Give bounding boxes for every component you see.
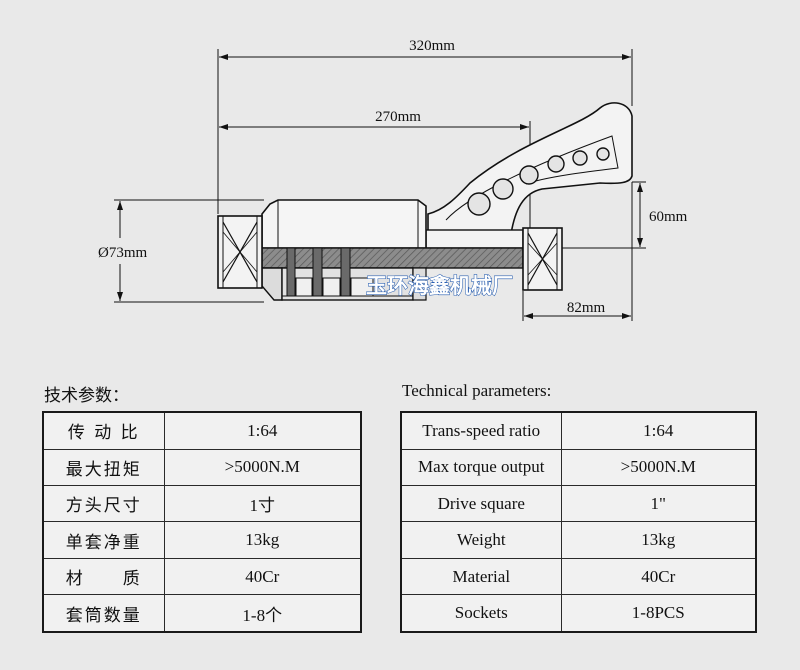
table-row: Weight 13kg [400,521,757,559]
cn-label-cell: 最大扭矩 [42,448,165,486]
dimension-diameter: Ø73mm [98,199,264,303]
cn-value-cell: 1寸 [163,484,362,523]
gear-tooth-1 [286,247,296,297]
dimension-60: 60mm [562,181,688,249]
cn-table-heading: 技术参数： [44,386,129,406]
main-housing [261,199,524,301]
arm-hole-2 [492,178,514,200]
table-row: Material 40Cr [400,557,757,596]
table-row: Trans-speed ratio 1:64 [400,411,757,450]
table-row: 传 动 比 1:64 [42,411,362,450]
arm-hole-4 [547,155,565,173]
cn-value-cell: 40Cr [163,557,362,596]
cn-value-cell: 1:64 [163,411,362,450]
span-label: 270mm [375,109,421,125]
en-value-cell: 13kg [560,521,757,559]
table-row: 单套净重 13kg [42,521,362,559]
dimension-82: 82mm [522,182,633,321]
dimension-320: 320mm [217,38,633,214]
cn-label-cell: 传 动 比 [42,411,165,450]
gear-tooth-2 [312,247,323,297]
table-row: Sockets 1-8PCS [400,594,757,633]
output-tube [425,229,524,249]
table-row: 套筒数量 1-8个 [42,594,362,633]
en-label-cell: Trans-speed ratio [400,411,562,450]
arm-offset-label: 82mm [567,300,606,316]
en-value-cell: 1:64 [560,411,757,450]
cn-label-cell: 材 质 [42,557,165,596]
diameter-label: Ø73mm [98,245,148,261]
en-label-cell: Sockets [400,594,562,633]
watermark-text: 玉环海鑫机械厂 [366,274,513,298]
en-label-cell: Max torque output [400,448,562,486]
cn-value-cell: >5000N.M [163,448,362,486]
output-square-drive [522,227,563,291]
en-label-cell: Material [400,557,562,596]
en-spec-table: Trans-speed ratio 1:64 Max torque output… [400,411,757,633]
en-value-cell: 40Cr [560,557,757,596]
gear-block-2 [322,277,341,297]
input-square-drive [217,215,263,289]
table-row: 材 质 40Cr [42,557,362,596]
cn-value-cell: 13kg [163,521,362,559]
en-value-cell: 1-8PCS [560,594,757,633]
cn-label-cell: 套筒数量 [42,594,165,633]
input-drive-cross-4 [222,231,258,273]
cn-label-cell: 单套净重 [42,521,165,559]
en-label-cell: Weight [400,521,562,559]
en-label-cell: Drive square [400,484,562,523]
arm-hole-1 [467,192,491,216]
arm-hole-6 [596,147,610,161]
arm-hole-5 [572,150,588,166]
gear-block-1 [295,277,313,297]
en-table-heading: Technical parameters: [402,381,552,400]
cn-spec-table: 传 动 比 1:64 最大扭矩 >5000N.M 方头尺寸 1寸 单套净重 13… [42,411,362,633]
en-value-cell: >5000N.M [560,448,757,486]
table-row: Drive square 1" [400,484,757,523]
housing-lower-flange [261,267,283,301]
arm-hole-3 [519,165,539,185]
overall-length-label: 320mm [409,38,455,54]
cn-value-cell: 1-8个 [163,594,362,633]
housing-outline [261,199,427,249]
en-value-cell: 1" [560,484,757,523]
output-drive-cross-4 [527,242,558,276]
gear-tooth-3 [340,247,351,297]
cn-label-cell: 方头尺寸 [42,484,165,523]
reaction-arm [427,102,633,235]
housing-lower-right [412,267,427,301]
arm-height-label: 60mm [649,209,688,225]
table-row: 方头尺寸 1寸 [42,484,362,523]
torque-multiplier-drawing: 320mm 270mm Ø73mm 60mm 82mm [98,38,688,321]
table-row: 最大扭矩 >5000N.M [42,448,362,486]
center-shaft-section [261,247,524,269]
table-row: Max torque output >5000N.M [400,448,757,486]
output-tube-body [425,229,524,249]
